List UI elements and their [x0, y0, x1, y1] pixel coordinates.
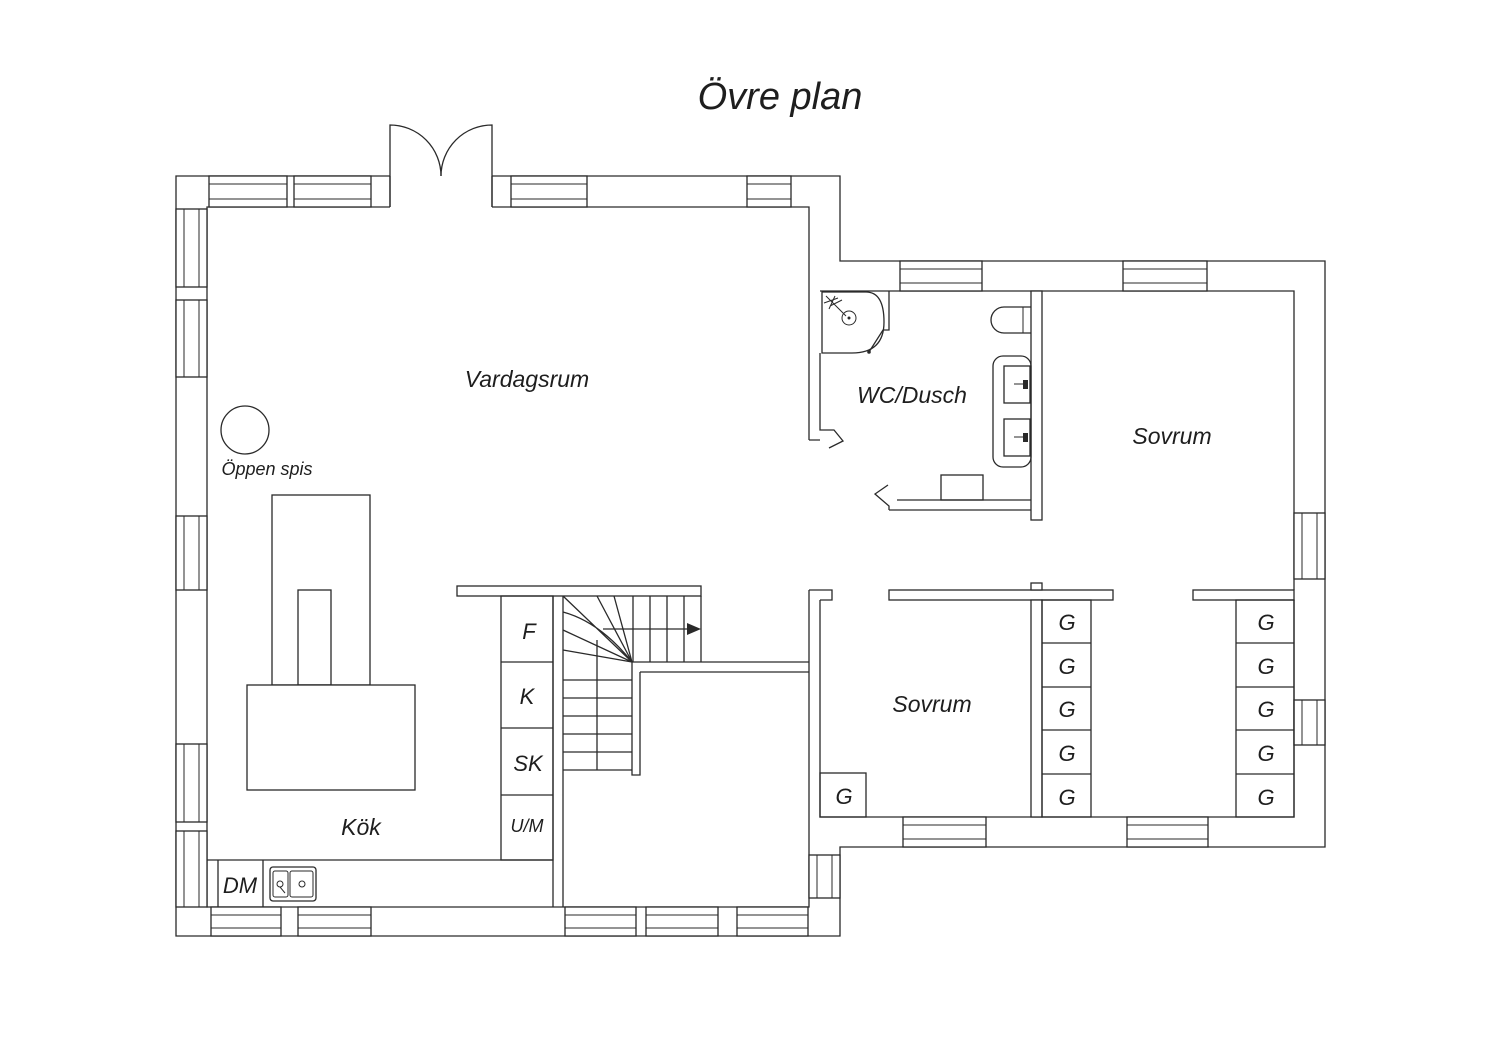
door-left-leaf [389, 124, 442, 207]
inner-wall-right [819, 290, 1295, 818]
bedroom-walls [819, 582, 1295, 818]
closet-sovrum [819, 772, 867, 818]
room-label-wc-dusch: WC/Dusch [857, 382, 967, 408]
cabinet-dividers [501, 661, 553, 796]
closet-block-right [1235, 599, 1295, 818]
wc-left-wall [809, 353, 845, 449]
corridor-wall [888, 589, 1114, 601]
closet-label: G [1257, 610, 1274, 635]
window [175, 208, 208, 288]
window [902, 816, 987, 848]
closet-label: G [1058, 697, 1075, 722]
wall-stub [809, 589, 833, 601]
room-label-sovrum-upper: Sovrum [1132, 423, 1211, 449]
window [746, 175, 792, 208]
window [899, 260, 983, 292]
sink-icon [1003, 418, 1031, 457]
wall-notch [1030, 582, 1043, 591]
corridor-wall-right [1192, 589, 1295, 601]
inner-wall-left [206, 206, 810, 908]
window [736, 906, 809, 937]
closet-block-middle [1041, 599, 1092, 818]
vanity-icon [992, 355, 1032, 468]
staircase [456, 585, 809, 907]
window [564, 906, 637, 937]
toilet-icon [990, 306, 1031, 334]
door-right-leaf [440, 124, 493, 207]
stair-walk-line [596, 628, 688, 770]
closet-label: G [1257, 697, 1274, 722]
sink-icon [1003, 365, 1031, 404]
window [297, 906, 372, 937]
kitchen-island [246, 684, 416, 791]
fridge-label: F [522, 619, 537, 644]
closet-label: G [1058, 610, 1075, 635]
wc-area [809, 290, 1043, 521]
arrow-right-icon [687, 623, 701, 635]
window [208, 175, 288, 208]
window [510, 175, 588, 208]
kitchen-sink-icon [269, 866, 317, 902]
closet-label: G [1257, 741, 1274, 766]
window [175, 515, 208, 591]
closet-label: G [1257, 654, 1274, 679]
wc-door [868, 291, 890, 353]
closet-label: G [1058, 741, 1075, 766]
plan-title: Övre plan [698, 76, 863, 118]
kitchen-counter [207, 859, 553, 907]
fireplace-label: Öppen spis [221, 459, 312, 479]
window [175, 743, 208, 823]
closet-label: G [835, 784, 852, 809]
cabinet-label-sk: SK [513, 751, 544, 776]
window [293, 175, 372, 208]
stairwell-wall [631, 661, 809, 776]
sovrum-closet-wall [1030, 599, 1043, 818]
window [1293, 699, 1326, 746]
kitchen-island-inner [297, 589, 332, 686]
double-door [389, 124, 493, 207]
closet-label: G [1058, 785, 1075, 810]
windows [175, 175, 1326, 937]
cabinet-label-k: K [520, 684, 536, 709]
kitchen [207, 405, 554, 907]
dishwasher-label: DM [223, 873, 258, 898]
window [175, 830, 208, 908]
closet-label: G [1058, 654, 1075, 679]
closet-dividers [1042, 642, 1294, 775]
window [210, 906, 282, 937]
wc-bottom-wall [873, 484, 1031, 511]
room-label-sovrum-lower: Sovrum [892, 691, 971, 717]
labels: Vardagsrum WC/Dusch Sovrum Sovrum Kök Öp… [221, 366, 1274, 898]
shower-icon [821, 291, 885, 354]
window [1122, 260, 1208, 292]
wc-bench [940, 474, 984, 501]
room-label-vardagsrum: Vardagsrum [465, 366, 589, 392]
window [645, 906, 719, 937]
closet-label: G [1257, 785, 1274, 810]
window [175, 299, 208, 378]
fireplace-icon [220, 405, 270, 455]
window [1293, 512, 1326, 580]
window [808, 854, 841, 899]
window [1126, 816, 1209, 848]
stair-steps [563, 596, 685, 771]
door-jambs [389, 176, 493, 207]
cabinet-label-um: U/M [511, 816, 544, 836]
door-handle [867, 350, 871, 354]
stair-top-wall [456, 585, 702, 597]
wc-sovrum-wall [1030, 290, 1043, 521]
room-label-kok: Kök [341, 814, 382, 840]
